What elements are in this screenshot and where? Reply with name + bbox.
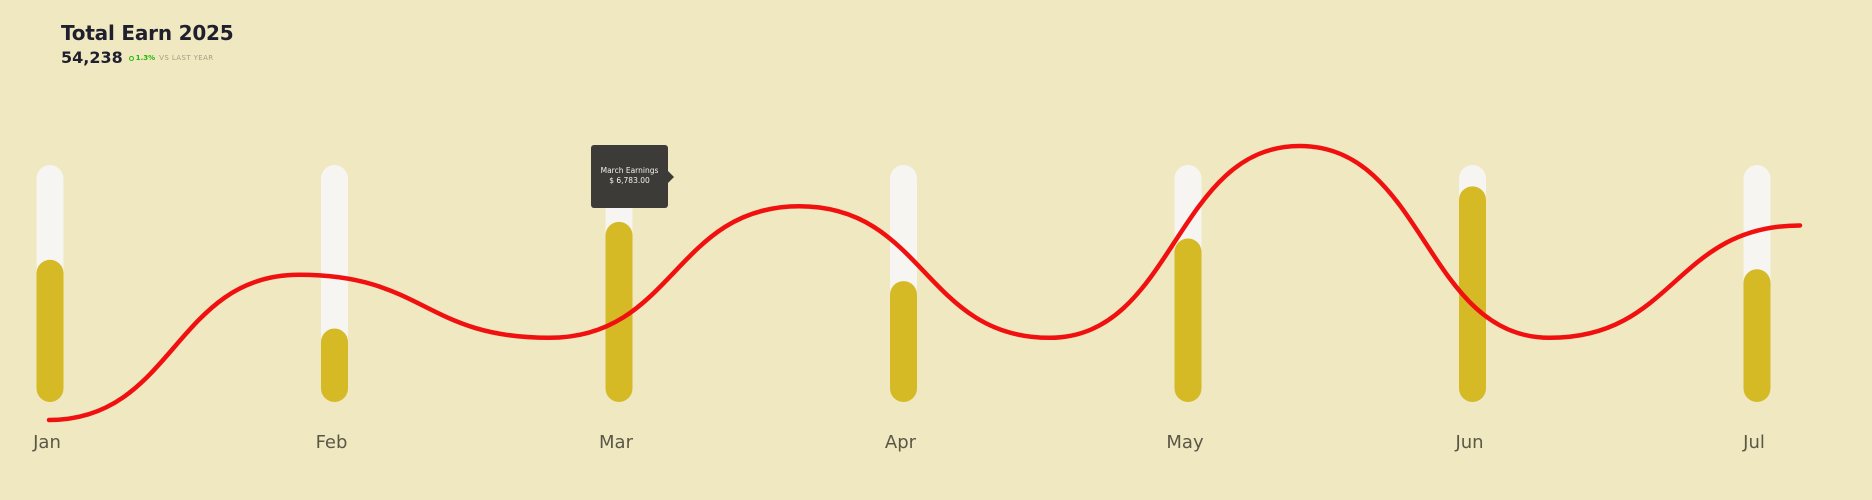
tooltip-label: March Earnings <box>600 166 659 175</box>
comparison-label: VS LAST YEAR <box>159 54 214 62</box>
chart-header: Total Earn 2025 54,238 1.3% VS LAST YEAR <box>61 20 234 68</box>
x-tick-label: May <box>1166 432 1204 453</box>
x-tick-label: Apr <box>885 432 917 453</box>
tooltip-value: $ 6,783.00 <box>609 176 650 185</box>
trend-line <box>46 143 1803 423</box>
x-tick-label: Feb <box>316 432 348 453</box>
bar-fill <box>1743 269 1771 402</box>
total-earnings: 54,238 <box>61 48 123 67</box>
x-tick-label: Jul <box>1742 432 1765 453</box>
x-tick-label: Jan <box>32 432 61 453</box>
bar-fill <box>1174 238 1202 402</box>
trend-dot-icon <box>128 55 134 61</box>
x-tick-label: Mar <box>599 432 634 453</box>
earnings-tooltip: March Earnings $ 6,783.00 <box>591 145 674 208</box>
bar-fill <box>36 259 64 402</box>
x-tick-label: Jun <box>1454 432 1483 453</box>
bar-fill <box>1459 186 1486 402</box>
bar-fill <box>321 328 348 402</box>
stats-row: 54,238 1.3% VS LAST YEAR <box>61 48 234 68</box>
bar-fill <box>890 281 917 402</box>
bar-fill <box>605 221 633 402</box>
chart-title: Total Earn 2025 <box>61 21 234 45</box>
delta-percent: 1.3% <box>135 54 156 62</box>
